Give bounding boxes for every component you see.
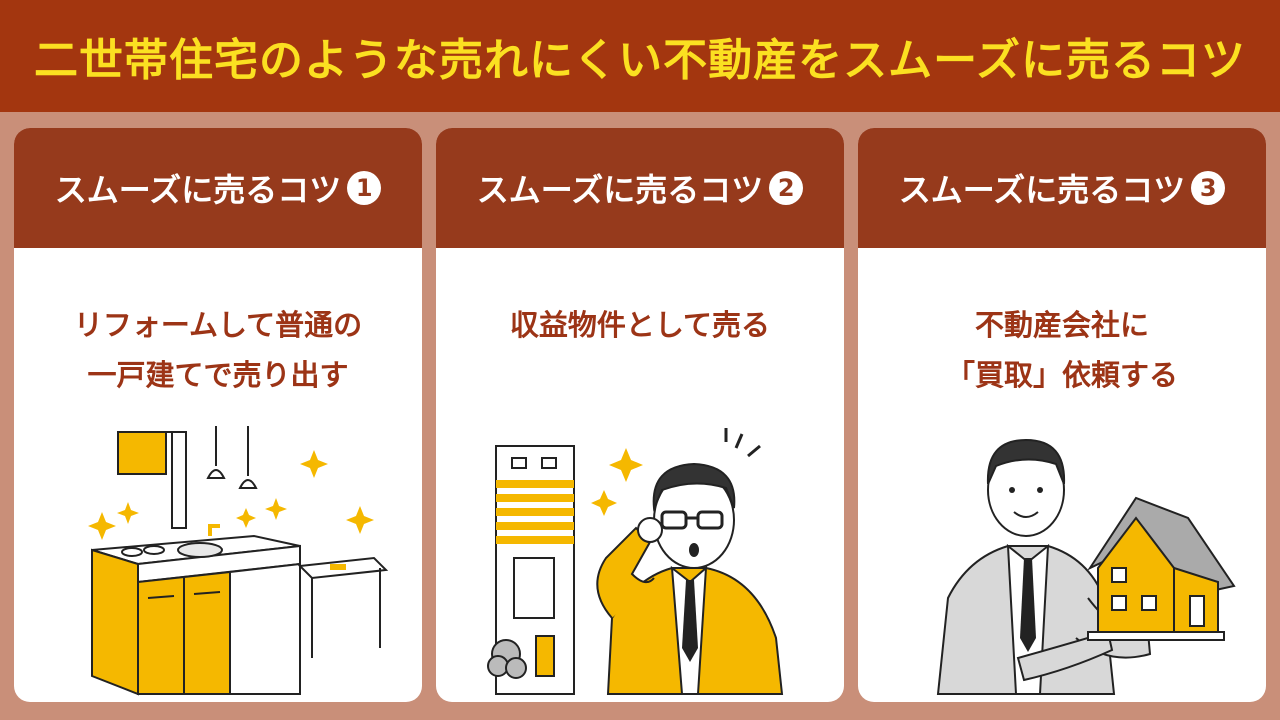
card-header-label: スムーズに売るコツ <box>54 171 342 209</box>
card-line: 不動産会社に <box>974 308 1149 342</box>
card-line: 収益物件として売る <box>509 308 771 342</box>
card-number-badge: 3 <box>1191 171 1226 205</box>
card-header: スムーズに売るコツ 3 <box>858 128 1266 248</box>
card-header: スムーズに売るコツ 1 <box>14 128 422 248</box>
card-description: 不動産会社に 「買取」依頼する <box>858 300 1266 400</box>
tip-card-1: スムーズに売るコツ 1 リフォームして普通の 一戸建てで売り出す <box>14 128 422 702</box>
card-header: スムーズに売るコツ 2 <box>436 128 844 248</box>
surprised-businessman-icon <box>487 428 784 695</box>
card-line: 「買取」依頼する <box>945 358 1178 392</box>
card-number-badge: 1 <box>347 171 382 205</box>
card-description: リフォームして普通の 一戸建てで売り出す <box>14 300 422 400</box>
card-header-label: スムーズに売るコツ <box>476 171 764 209</box>
card-header-label: スムーズに売るコツ <box>898 171 1186 209</box>
kitchen-icon <box>88 426 389 696</box>
businessman-holding-house-icon <box>936 438 1236 695</box>
tip-card-3: スムーズに売るコツ 3 不動産会社に 「買取」依頼する <box>858 128 1266 702</box>
card-number-badge: 2 <box>769 171 804 205</box>
card-line: リフォームして普通の <box>73 308 363 342</box>
title-banner: 二世帯住宅のような売れにくい不動産をスムーズに売るコツ <box>0 0 1280 112</box>
card-line: 一戸建てで売り出す <box>87 358 349 392</box>
tip-card-2: スムーズに売るコツ 2 収益物件として売る <box>436 128 844 702</box>
page-title: 二世帯住宅のような売れにくい不動産をスムーズに売るコツ <box>34 35 1246 86</box>
card-description: 収益物件として売る <box>436 300 844 350</box>
